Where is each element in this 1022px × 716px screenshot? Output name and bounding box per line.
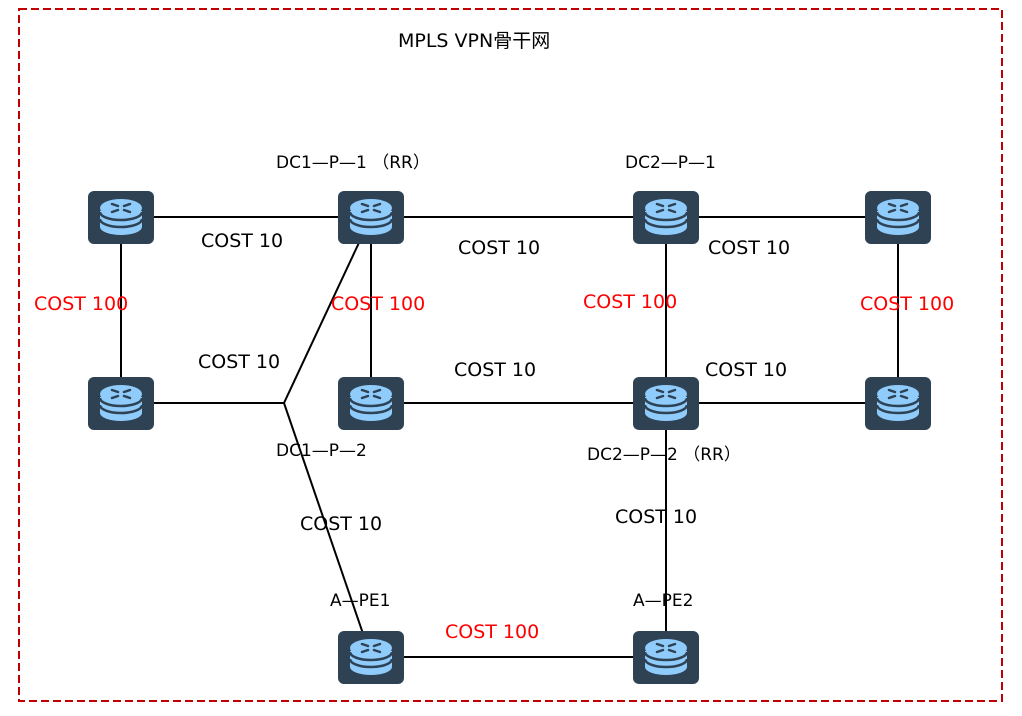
router-dc2-p-1[interactable] — [633, 191, 699, 244]
router-icon — [875, 199, 921, 235]
router-icon — [98, 385, 144, 421]
router-name-dc1-p-2: DC1—P—2 — [276, 441, 367, 461]
router-name-a-pe2: A—PE2 — [633, 591, 693, 611]
router-r-mid-right[interactable] — [865, 377, 931, 430]
cost-label: COST 10 — [454, 359, 536, 381]
diagram-title: MPLS VPN骨干网 — [398, 30, 550, 52]
link-dc1-p-1-junction — [283, 216, 372, 404]
router-r-top-left[interactable] — [88, 191, 154, 244]
cost-label: COST 10 — [201, 230, 283, 252]
cost-label: COST 10 — [198, 351, 280, 373]
link-junction-a-pe1 — [283, 402, 372, 658]
router-icon — [643, 385, 689, 421]
router-icon — [98, 199, 144, 235]
router-icon — [348, 199, 394, 235]
router-a-pe2[interactable] — [633, 631, 699, 684]
router-r-top-right[interactable] — [865, 191, 931, 244]
router-name-dc2-p-1: DC2—P—1 — [625, 153, 716, 173]
router-r-mid-left[interactable] — [88, 377, 154, 430]
cost-label: COST 100 — [34, 293, 128, 315]
routers-layer — [88, 191, 931, 684]
router-icon — [348, 385, 394, 421]
cost-label: COST 10 — [705, 359, 787, 381]
cost-label: COST 100 — [445, 621, 539, 643]
router-icon — [875, 385, 921, 421]
cost-label: COST 10 — [458, 237, 540, 259]
router-dc1-p-1[interactable] — [338, 191, 404, 244]
router-name-dc2-p-2: DC2—P—2 （RR） — [587, 445, 741, 465]
router-icon — [643, 199, 689, 235]
cost-label: COST 100 — [583, 291, 677, 313]
router-icon — [643, 639, 689, 675]
router-a-pe1[interactable] — [338, 631, 404, 684]
router-name-dc1-p-1: DC1—P—1 （RR） — [276, 153, 430, 173]
cost-label: COST 10 — [615, 506, 697, 528]
router-icon — [348, 639, 394, 675]
links-layer — [120, 216, 899, 658]
router-dc1-p-2[interactable] — [338, 377, 404, 430]
cost-label: COST 100 — [331, 293, 425, 315]
router-name-a-pe1: A—PE1 — [330, 591, 390, 611]
cost-label: COST 100 — [860, 293, 954, 315]
cost-label: COST 10 — [708, 237, 790, 259]
router-dc2-p-2[interactable] — [633, 377, 699, 430]
cost-label: COST 10 — [300, 513, 382, 535]
mpls-backbone-boundary — [18, 8, 1003, 702]
